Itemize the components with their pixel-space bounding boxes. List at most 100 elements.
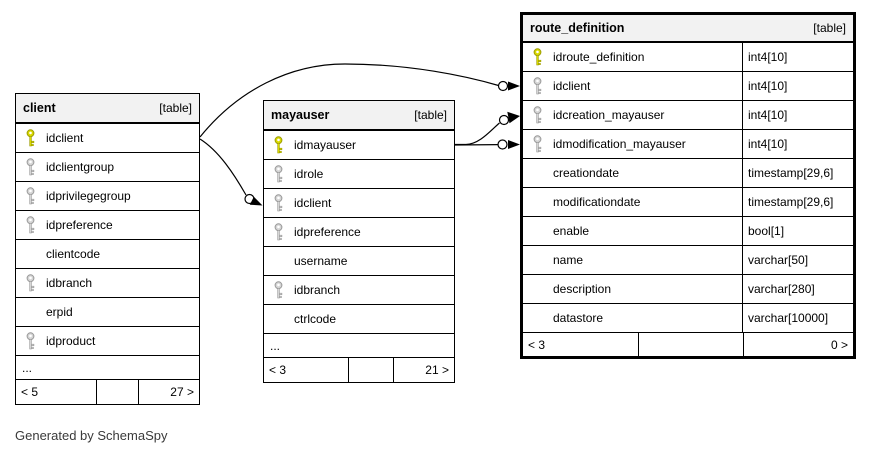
column-name: enable — [553, 224, 590, 238]
column-type: timestamp[29,6] — [742, 159, 853, 187]
column-row-idmayauser: idmayauser — [264, 131, 454, 160]
foreign-key-icon — [533, 77, 542, 95]
column-row-idbranch: idbranch — [264, 276, 454, 305]
column-name: idbranch — [294, 283, 341, 297]
column-name: idclient — [553, 79, 591, 93]
column-type: bool[1] — [742, 217, 853, 245]
column-name: creationdate — [553, 166, 620, 180]
column-row-username: username — [264, 247, 454, 276]
foreign-key-icon — [26, 187, 35, 205]
foreign-key-icon-wrap — [532, 106, 543, 124]
primary-key-icon — [274, 136, 283, 154]
table-mayauser[interactable]: mayauser [table] idmayauser idrole idclient i… — [263, 100, 455, 383]
column-row-idbranch: idbranch — [16, 269, 199, 298]
primary-key-icon-wrap — [532, 48, 543, 66]
foreign-key-icon-wrap — [273, 281, 284, 299]
foreign-key-icon — [26, 158, 35, 176]
column-type: int4[10] — [742, 101, 853, 129]
foreign-key-icon-wrap — [25, 158, 36, 176]
column-name: erpid — [46, 305, 73, 319]
column-row-idproduct: idproduct — [16, 327, 199, 356]
table-pager: < 3 0 > — [523, 333, 853, 356]
column-row-idrole: idrole — [264, 160, 454, 189]
column-name: idpreference — [46, 218, 113, 232]
foreign-key-icon-wrap — [25, 274, 36, 292]
pager-prev-count: < 5 — [21, 385, 39, 399]
relationship-connector — [454, 139, 520, 150]
column-type: int4[10] — [742, 130, 853, 158]
primary-key-icon — [533, 48, 542, 66]
column-row-idclient: idclient — [264, 189, 454, 218]
column-row-erpid: erpid — [16, 298, 199, 327]
column-name: modificationdate — [553, 195, 641, 209]
column-row-enable: enable bool[1] — [523, 217, 853, 246]
column-row-modificationdate: modificationdate timestamp[29,6] — [523, 188, 853, 217]
column-name: name — [553, 253, 584, 267]
column-name: idbranch — [46, 276, 93, 290]
column-name: idclientgroup — [46, 160, 115, 174]
table-header-route_definition: route_definition [table] — [523, 15, 853, 43]
pager-next-count: 0 > — [743, 333, 853, 356]
foreign-key-icon-wrap — [25, 187, 36, 205]
column-name: idroute_definition — [553, 50, 645, 64]
column-name: idproduct — [46, 334, 96, 348]
column-row-idpreference: idpreference — [264, 218, 454, 247]
column-row-idcreation_mayauser: idcreation_mayauser int4[10] — [523, 101, 853, 130]
column-name: idpreference — [294, 225, 361, 239]
table-type-badge: [table] — [159, 101, 192, 115]
table-client[interactable]: client [table] idclient idclientgroup idpriv… — [15, 93, 200, 405]
column-name: datastore — [553, 311, 604, 325]
hidden-columns-ellipsis: ... — [264, 334, 454, 358]
table-name[interactable]: mayauser — [271, 108, 330, 122]
foreign-key-icon — [274, 281, 283, 299]
foreign-key-icon-wrap — [532, 77, 543, 95]
column-row-idmodification_mayauser: idmodification_mayauser int4[10] — [523, 130, 853, 159]
column-row-idpreference: idpreference — [16, 211, 199, 240]
column-name: idcreation_mayauser — [553, 108, 665, 122]
column-name: description — [553, 282, 612, 296]
foreign-key-icon-wrap — [273, 194, 284, 212]
table-header-client: client [table] — [16, 94, 199, 124]
column-name: idprivilegegroup — [46, 189, 131, 203]
column-row-idclientgroup: idclientgroup — [16, 153, 199, 182]
relationship-connector — [199, 138, 263, 206]
foreign-key-icon-wrap — [273, 165, 284, 183]
column-name: idmayauser — [294, 138, 357, 152]
foreign-key-icon — [533, 106, 542, 124]
table-type-badge: [table] — [813, 21, 846, 35]
column-row-name: name varchar[50] — [523, 246, 853, 275]
column-row-creationdate: creationdate timestamp[29,6] — [523, 159, 853, 188]
column-row-idprivilegegroup: idprivilegegroup — [16, 182, 199, 211]
foreign-key-icon — [274, 165, 283, 183]
table-name[interactable]: route_definition — [530, 21, 625, 35]
column-row-description: description varchar[280] — [523, 275, 853, 304]
column-type: varchar[50] — [742, 246, 853, 274]
column-type: timestamp[29,6] — [742, 188, 853, 216]
table-name[interactable]: client — [23, 101, 56, 115]
column-row-clientcode: clientcode — [16, 240, 199, 269]
column-name: idrole — [294, 167, 324, 181]
foreign-key-icon — [274, 194, 283, 212]
column-type: varchar[280] — [742, 275, 853, 303]
column-type: varchar[10000] — [742, 304, 853, 332]
pager-prev-count: < 3 — [528, 337, 546, 352]
primary-key-icon-wrap — [273, 136, 284, 154]
column-name: idclient — [294, 196, 332, 210]
table-type-badge: [table] — [414, 108, 447, 122]
column-name: username — [294, 254, 348, 268]
column-name: idmodification_mayauser — [553, 137, 686, 151]
table-route_definition[interactable]: route_definition [table] idroute_definitio… — [520, 12, 856, 359]
pager-next-count: 21 > — [393, 358, 454, 382]
foreign-key-icon — [26, 274, 35, 292]
column-row-datastore: datastore varchar[10000] — [523, 304, 853, 333]
primary-key-icon-wrap — [25, 129, 36, 147]
pager-spacer — [638, 333, 743, 356]
foreign-key-icon — [26, 216, 35, 234]
hidden-columns-ellipsis: ... — [16, 356, 199, 380]
foreign-key-icon-wrap — [25, 216, 36, 234]
column-row-idclient: idclient — [16, 124, 199, 153]
foreign-key-icon-wrap — [273, 223, 284, 241]
